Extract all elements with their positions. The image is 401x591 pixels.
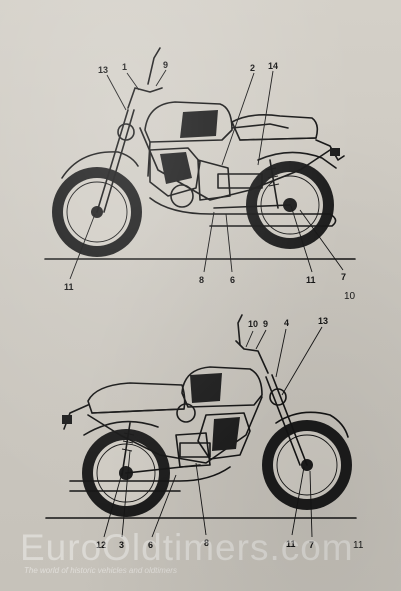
label-6-top: 6 [230, 275, 235, 285]
label-11-bottom: 11 [286, 539, 296, 549]
label-7-bottom: 7 [309, 540, 314, 550]
label-13-top: 13 [98, 65, 108, 75]
label-1-top: 1 [122, 62, 127, 72]
label-8-top: 8 [199, 275, 204, 285]
leader-lines-top [69, 69, 344, 280]
label-11b-top: 11 [306, 275, 316, 285]
label-12-bottom: 12 [96, 540, 106, 550]
label-6-bottom: 6 [148, 540, 153, 550]
label-9-bottom: 9 [263, 319, 268, 329]
label-14-top: 14 [268, 61, 278, 71]
leader-lines-bottom [103, 326, 323, 538]
page-number-11: 11 [353, 540, 364, 551]
label-3-bottom: 3 [119, 540, 124, 550]
label-9-top: 9 [163, 60, 168, 70]
motorcycle-diagram-bottom: 10 9 4 13 12 3 6 8 11 7 [45, 314, 357, 550]
label-13-bottom: 13 [318, 316, 328, 326]
label-10-bottom: 10 [248, 319, 258, 329]
label-7-top: 7 [341, 272, 346, 282]
page-number-10: 10 [344, 291, 356, 302]
watermark-tagline: The world of historic vehicles and oldti… [24, 566, 177, 575]
motorcycle-diagram-top: 13 1 9 2 14 8 6 11 7 11 [44, 47, 356, 292]
watermark-logo: EuroOldtimers.com [20, 527, 354, 568]
labels-bottom: 10 9 4 13 12 3 6 8 11 7 [96, 316, 328, 550]
engine-bottom [175, 403, 251, 468]
labels-top: 13 1 9 2 14 8 6 11 7 11 [64, 60, 346, 292]
label-2-top: 2 [250, 63, 255, 73]
label-11a-top: 11 [64, 282, 74, 292]
label-8-bottom: 8 [204, 538, 209, 548]
engine-top [149, 147, 263, 208]
label-4-bottom: 4 [284, 318, 289, 328]
